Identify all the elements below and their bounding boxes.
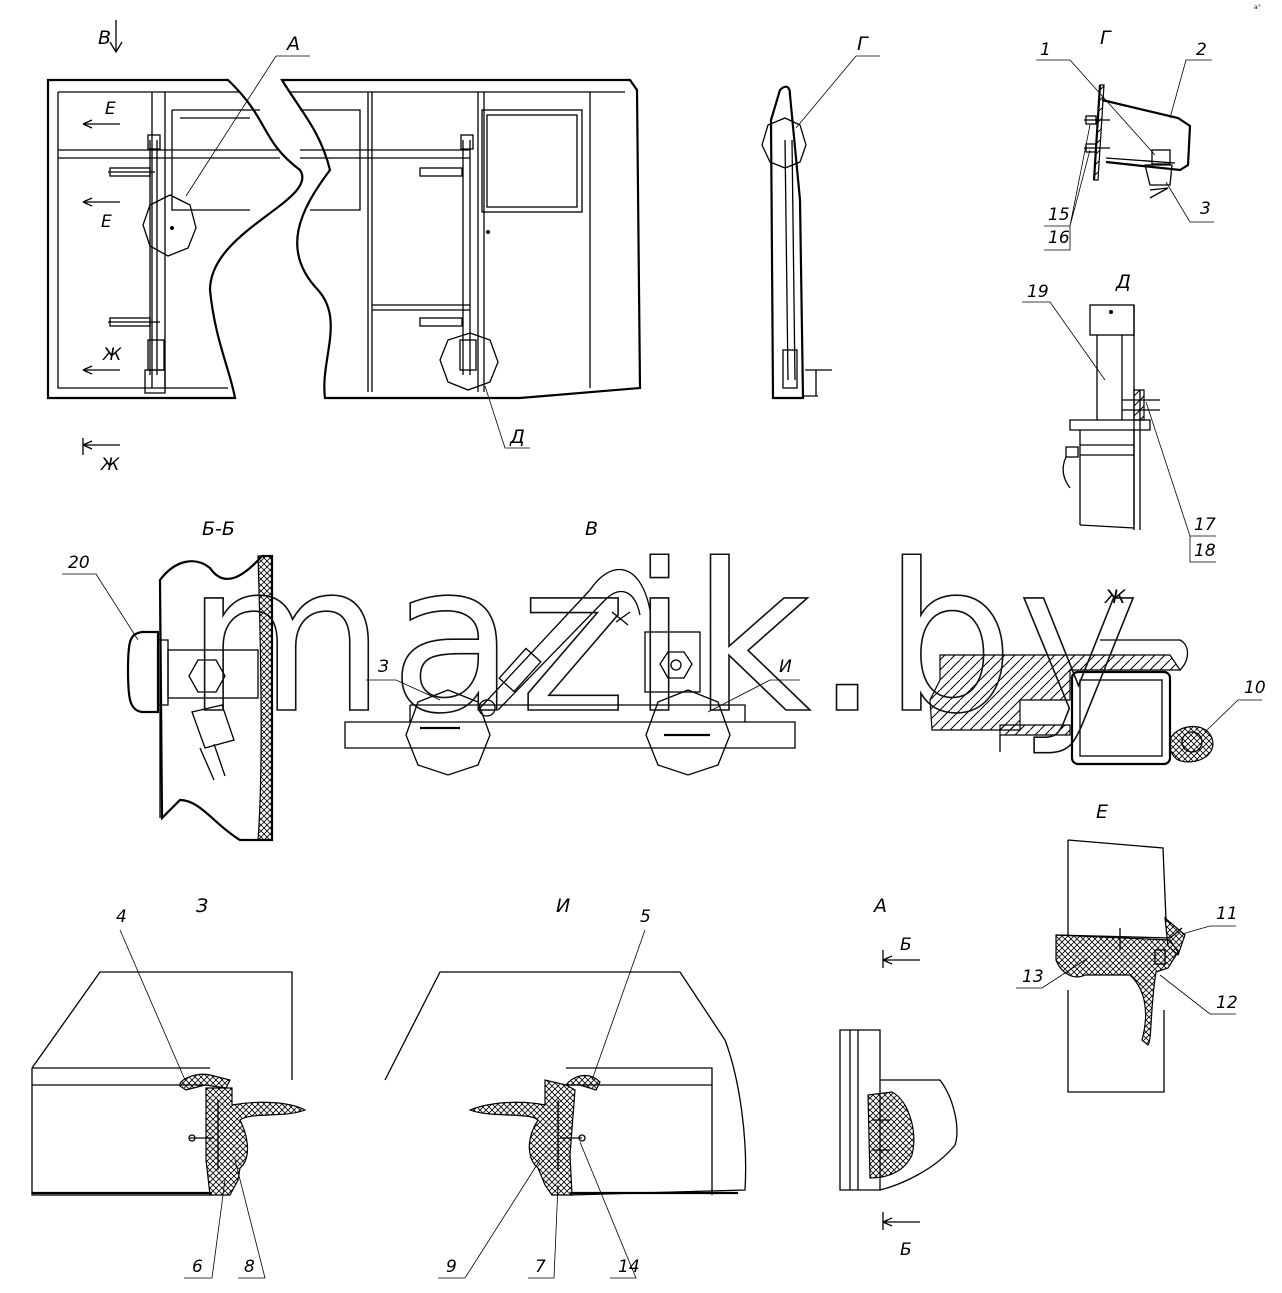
part-5: 5 — [640, 907, 651, 927]
detail-e: Е 11 12 13 — [1016, 801, 1238, 1093]
part-6: 6 — [192, 1257, 203, 1277]
detail-e-title: Е — [1096, 801, 1108, 823]
part-20: 20 — [68, 553, 90, 573]
side-view: Г — [761, 33, 880, 400]
part-11: 11 — [1216, 904, 1238, 924]
section-zh-bottom: Ж — [100, 455, 120, 475]
part-1: 1 — [1040, 40, 1051, 60]
part-8: 8 — [244, 1257, 255, 1277]
callout-i-label: И — [779, 657, 792, 677]
watermark-text: mazik.by — [186, 521, 1143, 759]
corner-mark: a° — [1254, 4, 1261, 11]
part-17: 17 — [1194, 515, 1216, 535]
section-e-top: Е — [105, 99, 116, 119]
detail-d-title: Д — [1115, 271, 1131, 293]
part-19: 19 — [1027, 282, 1049, 302]
callout-g-label: Г — [857, 33, 869, 55]
section-bb-title: Б-Б — [202, 518, 235, 540]
part-18: 18 — [1194, 541, 1216, 561]
part-12: 12 — [1216, 993, 1238, 1013]
callout-z-label: З — [378, 657, 389, 677]
section-b-bottom: Б — [900, 1240, 912, 1260]
detail-g-title: Г — [1100, 27, 1112, 49]
detail-a: А Б Б — [839, 895, 958, 1260]
detail-i: И 5 9 7 14 — [384, 895, 747, 1279]
view-v: В З И — [344, 518, 800, 776]
detail-zh-title: Ж — [1104, 586, 1127, 608]
callout-d-circle — [439, 332, 499, 391]
callout-g-circle — [761, 117, 807, 169]
callout-i-circle — [645, 689, 731, 776]
lamp-20 — [126, 630, 160, 714]
main-cab-view: В А Е Е Ж Ж — [46, 20, 642, 475]
part-7: 7 — [535, 1257, 546, 1277]
part-4: 4 — [116, 907, 127, 927]
callout-z-circle — [405, 689, 491, 776]
view-v-title: В — [585, 518, 598, 540]
part-13: 13 — [1022, 967, 1044, 987]
section-zh-top: Ж — [102, 345, 122, 365]
detail-zh: Ж 10 — [929, 586, 1266, 766]
view-label-main: В — [98, 27, 111, 49]
detail-z-title: З — [196, 895, 208, 917]
callout-a-label: А — [285, 33, 300, 55]
part-3: 3 — [1200, 199, 1211, 219]
section-e-bottom: Е — [101, 212, 112, 232]
part-15: 15 — [1048, 205, 1070, 225]
callout-a-circle — [142, 194, 197, 257]
detail-d: Д 19 17 18 — [1022, 271, 1216, 563]
detail-g: Г 1 2 3 15 16 — [1036, 27, 1214, 251]
section-b-top: Б — [900, 935, 912, 955]
detail-i-title: И — [556, 895, 570, 917]
part-9: 9 — [446, 1257, 457, 1277]
detail-a-title: А — [872, 895, 887, 917]
detail-z: З 4 6 8 — [31, 895, 307, 1279]
part-2: 2 — [1196, 40, 1207, 60]
section-bb: Б-Б 20 — [62, 518, 274, 842]
part-16: 16 — [1048, 228, 1070, 248]
part-14: 14 — [618, 1257, 640, 1277]
part-10: 10 — [1244, 678, 1266, 698]
callout-d-label: Д — [509, 426, 525, 448]
